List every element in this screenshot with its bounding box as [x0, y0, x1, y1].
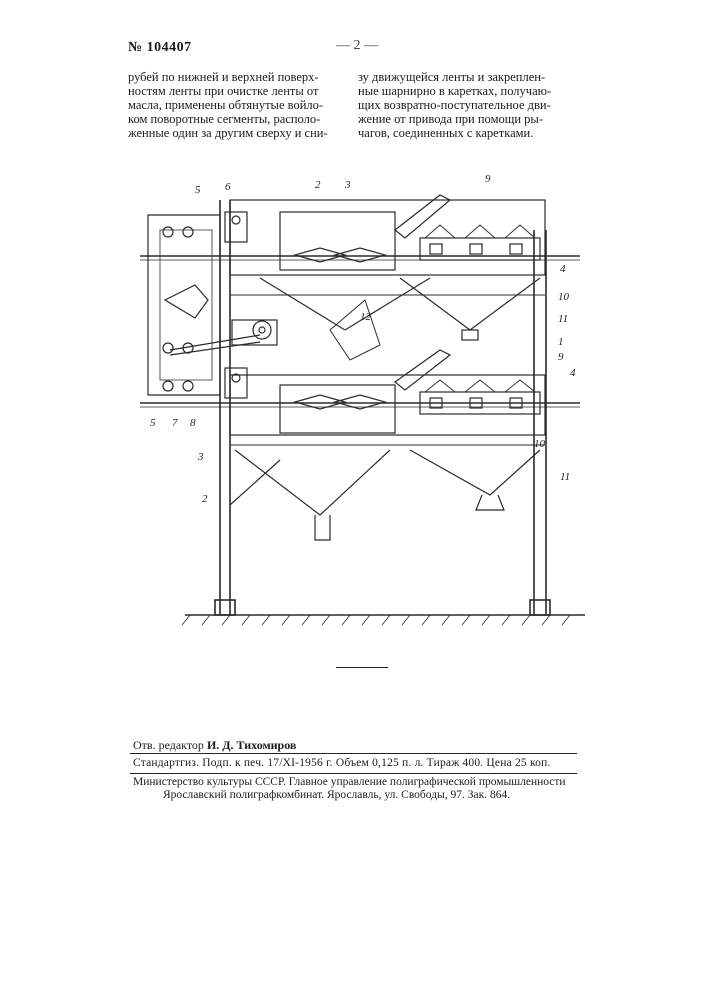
editor-name: И. Д. Тихомиров	[207, 738, 296, 752]
text-line: ностям ленты при очистке ленты от	[128, 84, 340, 98]
text-line: масла, применены обтянутые войло-	[128, 98, 340, 112]
label-9: 9	[485, 173, 491, 185]
label-6: 6	[225, 181, 231, 193]
label-2: 2	[315, 179, 321, 191]
text-line: щих возвратно-поступательное дви-	[358, 98, 570, 112]
drive-housing	[148, 215, 277, 395]
text-line: ком поворотные сегменты, располо-	[128, 112, 340, 126]
label-3-lower: 3	[197, 451, 204, 463]
text-line: женные один за другим сверху и сни-	[128, 126, 340, 140]
label-8: 8	[190, 417, 196, 429]
ground-line	[182, 615, 585, 625]
label-11: 11	[558, 313, 568, 325]
page-number: — 2 —	[336, 38, 378, 54]
label-1: 1	[558, 336, 564, 348]
printer-line: Ярославский полиграфкомбинат. Ярославль,…	[133, 789, 583, 802]
upper-unit	[140, 195, 580, 360]
lower-unit	[140, 350, 580, 540]
editor-prefix: Отв. редактор	[133, 738, 204, 752]
text-line: ные шарнирно в каретках, получаю-	[358, 84, 570, 98]
label-10-lower: 10	[534, 438, 546, 450]
text-line: жение от привода при помощи ры-	[358, 112, 570, 126]
footer-rule	[130, 753, 577, 754]
label-12: 12	[360, 311, 372, 323]
footer-rule	[130, 773, 577, 774]
label-3: 3	[344, 179, 351, 191]
text-column-left: рубей по нижней и верхней поверх- ностям…	[128, 70, 340, 140]
technical-drawing: 5 6 2 3 9 4 10 11 12 1 9 4 5 7 8 10 3 11…	[120, 160, 600, 630]
label-2-lower: 2	[202, 493, 208, 505]
publication-info: Стандартгиз. Подп. к печ. 17/XI-1956 г. …	[133, 757, 583, 769]
text-line: рубей по нижней и верхней поверх-	[128, 70, 340, 84]
label-4-lower: 4	[570, 367, 576, 379]
label-11-lower: 11	[560, 471, 570, 483]
label-5-lower: 5	[150, 417, 156, 429]
label-7: 7	[172, 417, 178, 429]
label-5: 5	[195, 184, 201, 196]
label-9-lower: 9	[558, 351, 564, 363]
printer-line: Министерство культуры СССР. Главное упра…	[133, 776, 583, 789]
text-column-right: зу движущейся ленты и закреплен- ные шар…	[358, 70, 570, 140]
text-line: чагов, соединенных с каретками.	[358, 126, 570, 140]
printer-info: Министерство культуры СССР. Главное упра…	[133, 776, 583, 802]
patent-number: № 104407	[128, 40, 192, 56]
text-line: зу движущейся ленты и закреплен-	[358, 70, 570, 84]
separator-line	[336, 667, 388, 668]
label-4: 4	[560, 263, 566, 275]
editor-line: Отв. редактор И. Д. Тихомиров	[133, 738, 296, 753]
label-10: 10	[558, 291, 570, 303]
drawing-labels: 5 6 2 3 9 4 10 11 12 1 9 4 5 7 8 10 3 11…	[150, 173, 576, 505]
frame	[215, 200, 550, 615]
